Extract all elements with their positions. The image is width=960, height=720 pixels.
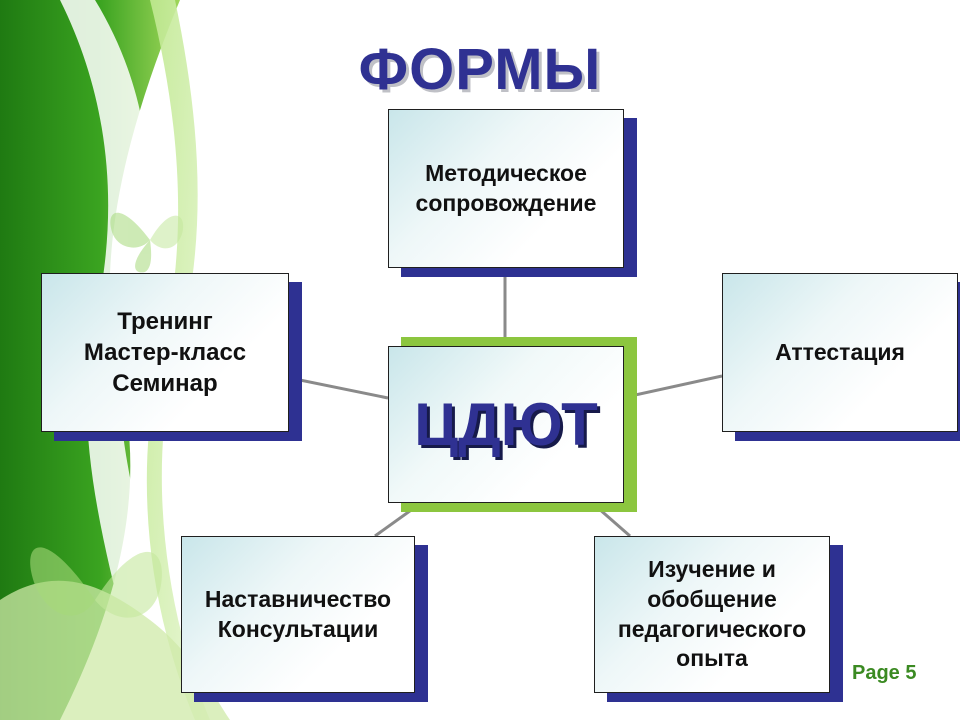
node-text-line: Наставничество [204,585,392,612]
node-text-line: Мастер-класс [83,338,247,366]
node-text-line: сопровождение [415,189,597,216]
node-center: ЦДЮТ [388,346,624,503]
page-number: Page 5 [852,662,917,684]
node-training: Тренинг Мастер-класс Семинар [41,273,289,432]
node-attestation: Аттестация [722,273,958,432]
node-text-line: Семинар [112,370,218,398]
node-text-line: Тренинг [117,307,213,335]
butterfly-icon [30,547,162,618]
slide-title: ФОРМЫ [358,37,602,102]
connector-training [289,376,389,400]
butterfly-icon [110,212,184,273]
center-label: ЦДЮТ [414,390,598,458]
node-text-line: Консультации [217,615,379,642]
node-text-line: Методическое [425,159,587,186]
node-text-line: Аттестация [775,338,905,365]
node-text-line: опыта [676,645,748,672]
node-methodical: Методическое сопровождение [388,109,624,268]
node-text-line: обобщение [647,585,777,612]
node-text-line: Изучение и [648,555,776,582]
node-experience: Изучение и обобщение педагогического опы… [594,536,830,693]
connector-experience [597,506,631,538]
node-text-line: педагогического [617,615,807,642]
node-mentoring: Наставничество Консультации [181,536,415,693]
connector-mentoring [374,506,415,538]
connector-attestation [634,374,723,397]
